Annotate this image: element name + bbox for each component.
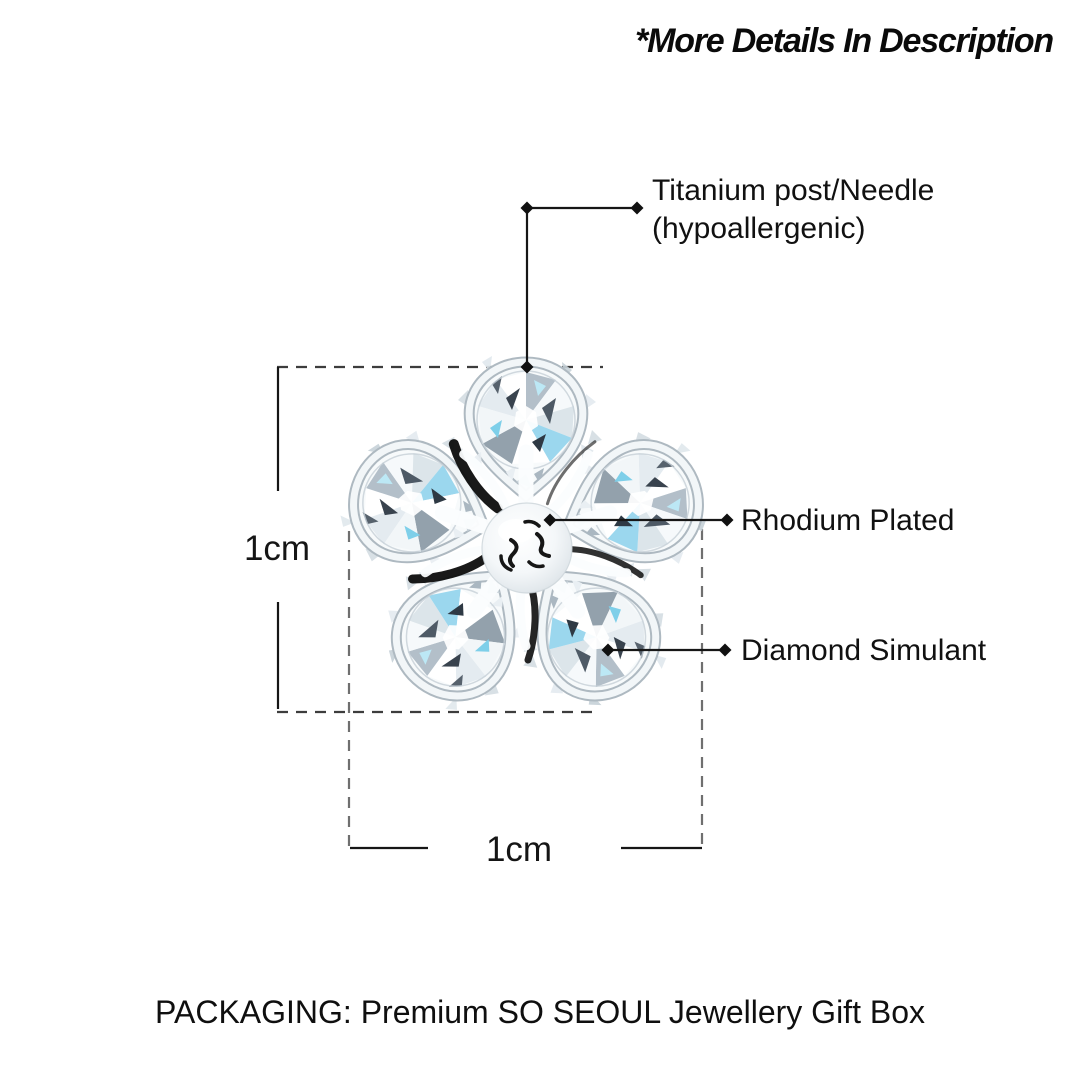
petal-shadow-lines	[407, 439, 644, 664]
rhodium-plated-label: Rhodium Plated	[741, 504, 955, 537]
titanium-post-label: Titanium post/Needle (hypoallergenic)	[652, 172, 934, 248]
diamond-simulant-label: Diamond Simulant	[741, 634, 987, 667]
center-ball	[481, 502, 573, 594]
height-dimension-label: 1cm	[243, 529, 311, 568]
titanium-post-label-line2: (hypoallergenic)	[652, 212, 866, 245]
width-dimension-label: 1cm	[485, 830, 553, 869]
packaging-note: PACKAGING: Premium SO SEOUL Jewellery Gi…	[155, 994, 925, 1030]
dimension-lines	[276, 367, 702, 850]
flower-earring-illustration	[328, 356, 724, 734]
titanium-post-label-line1: Titanium post/Needle	[652, 174, 935, 207]
prong-claw-marks	[499, 519, 551, 572]
more-details-note: *More Details In Description	[635, 22, 1054, 60]
